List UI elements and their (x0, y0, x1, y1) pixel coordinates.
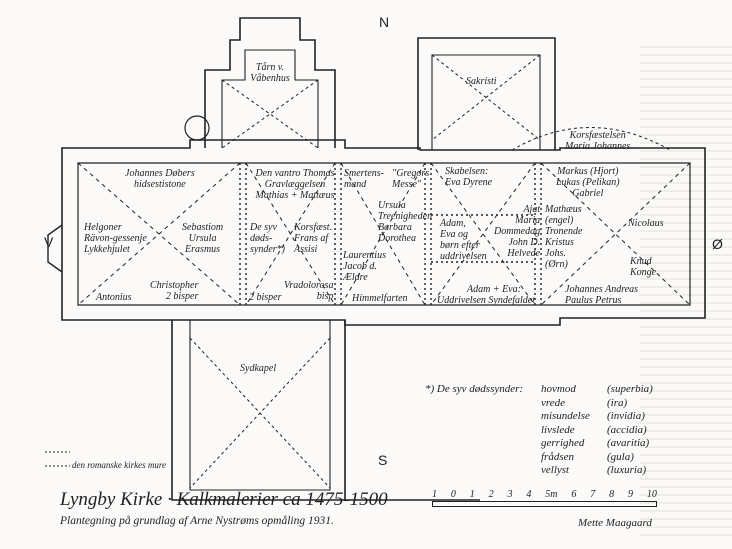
painting-bay1-bottom-left: Antonius (96, 292, 132, 303)
sin-item: vellyst(luxuria) (541, 464, 647, 476)
bleed-through-text (640, 40, 732, 540)
painting-bay4-bottom: Adam + Eva:Uddrivelsen Syndefaldet (437, 284, 536, 306)
plan-subtitle: Plantegning på grundlag af Arne Nystrøms… (60, 515, 334, 527)
painting-bay5-top: Markus (Hjort)Lukas (Pelikan)Gabriel (556, 166, 620, 199)
signature: Mette Maagaard (578, 517, 652, 529)
spiral-stair (184, 115, 210, 141)
painting-bay4-top: Skabelsen:Eva Dyrene (445, 166, 493, 188)
sin-item: vrede(ira) (541, 396, 628, 409)
room-tower: Tårn v. Våbenhus (250, 62, 290, 84)
compass-south: S (378, 452, 388, 468)
sin-item: hovmod(superbia) (541, 383, 653, 395)
room-chapel: Sydkapel (240, 363, 277, 374)
compass-east: Ø (712, 236, 723, 252)
deadly-sins-legend: *) De syv dødssynder: hovmod(superbia) v… (425, 383, 653, 478)
painting-bay3-bottom: Himmelfarten (352, 293, 408, 304)
room-sacristy: Sakristi (466, 76, 497, 87)
wall-legend: den romanske kirkes mure (72, 460, 167, 470)
chapel-wall (171, 320, 480, 501)
sin-item: frådsen(gula) (541, 450, 634, 463)
painting-bay5-nicolaus: Nicolaus (628, 218, 664, 229)
sacristy-wall (417, 37, 556, 150)
nave-inner-wall (77, 162, 691, 306)
sin-item: misundelse(invidia) (541, 410, 645, 422)
sin-item: livslede(accidia) (541, 423, 647, 436)
sins-heading: *) De syv dødssynder: (425, 383, 524, 395)
painting-bay2-bottom-left: 2 bisper (249, 292, 282, 303)
tower-wall (204, 17, 336, 148)
sin-item: gerrighed(avaritia) (541, 437, 650, 449)
painting-bay3-top: Smertens-mand (344, 168, 384, 190)
plan-title: Lyngby Kirke · Kalkmalerier ca 1475-1500 (60, 489, 388, 510)
compass-north: N (379, 14, 390, 30)
compass-west: V (44, 234, 54, 250)
